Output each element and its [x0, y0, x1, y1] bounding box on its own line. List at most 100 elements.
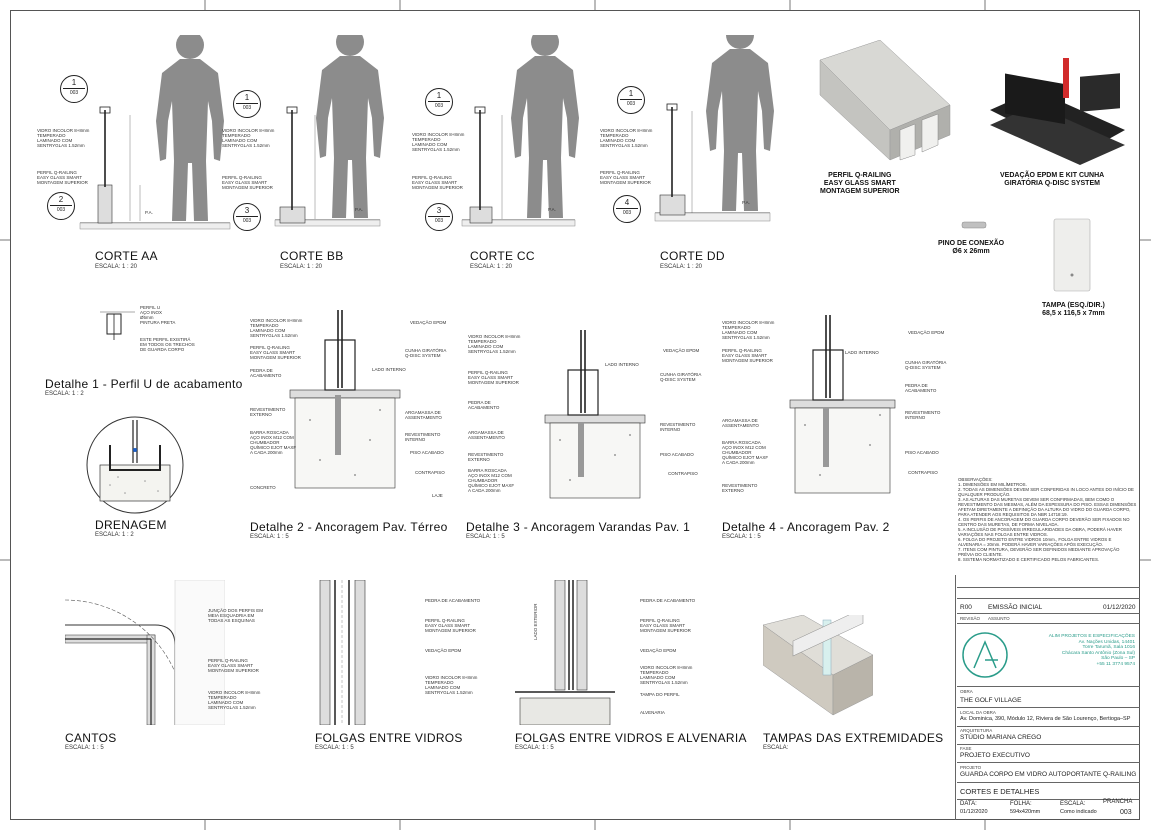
bubble-bb-top: 1 003	[233, 90, 261, 118]
detalhe4-title: Detalhe 4 - Ancoragem Pav. 2	[722, 520, 890, 534]
tb-line-3	[957, 613, 1140, 614]
detalhe2-drawing	[289, 310, 401, 489]
d2-pedra-note: PEDRA DE ACABAMENTO	[250, 368, 282, 378]
folgas-alv-vidro-note: VIDRO INCOLOR 8+8mm TEMPERADO LAMINADO C…	[640, 665, 693, 685]
dd-pa-label: P.A.	[742, 200, 750, 205]
d3-revest-ext-note: REVESTIMENTO EXTERNO	[468, 452, 504, 462]
corte-dd-scale: ESCALA: 1 : 20	[660, 264, 703, 270]
folgas-vidro-note: VIDRO INCOLOR 8+8mm TEMPERADO LAMINADO C…	[425, 675, 478, 695]
bb-perfil-note: PERFIL Q-RAILING EASY GLASS SMART MONTAG…	[222, 175, 273, 190]
d4-vidro-note: VIDRO INCOLOR 8+8mm TEMPERADO LAMINADO C…	[722, 320, 775, 340]
d2-argamassa-note: ARGAMASSA DE ASSENTAMENTO	[405, 410, 442, 420]
drenagem-drawing	[86, 416, 184, 514]
detalhe3-title: Detalhe 3 - Ancoragem Varandas Pav. 1	[466, 520, 691, 534]
d3-perfil-note: PERFIL Q-RAILING EASY GLASS SMART MONTAG…	[468, 370, 519, 385]
corte-cc-drawing	[461, 35, 579, 227]
d2-revest-ext-note: REVESTIMENTO EXTERNO	[250, 407, 286, 417]
corte-bb-scale: ESCALA: 1 : 20	[280, 264, 323, 270]
tampas-scale: ESCALA:	[763, 745, 789, 751]
rev-code: R00	[960, 604, 972, 611]
rev-desc: EMISSÃO INICIAL	[988, 604, 1043, 611]
d3-cunha-note: CUNHA GIRATÓRIA Q-DISC SYSTEM	[660, 372, 702, 382]
tb-line-8	[957, 744, 1140, 745]
cc-perfil-note: PERFIL Q-RAILING EASY GLASS SMART MONTAG…	[412, 175, 463, 190]
tb-line-7	[957, 726, 1140, 727]
d4-vedacao-note: VEDAÇÃO EPDM	[908, 330, 945, 335]
escala-value: Como indicado	[1060, 809, 1097, 815]
d4-revest-ext-note: REVESTIMENTO EXTERNO	[722, 483, 758, 493]
folha-label: FOLHA:	[1010, 801, 1032, 807]
d2-cunha-note: CUNHA GIRATÓRIA Q-DISC SYSTEM	[405, 348, 447, 358]
company-info: ALIM PROJETOS E ESPECIFICAÇÕES Av. Naçõe…	[1048, 634, 1135, 667]
perfil-product-label: PERFIL Q-RAILING EASY GLASS SMART MONTAG…	[820, 172, 900, 195]
cantos-title: CANTOS	[65, 731, 117, 745]
cc-pa-label: P.A.	[548, 207, 556, 212]
d2-laje-note: LAJE	[432, 493, 443, 498]
bubble-aa-bot: 2 003	[47, 192, 75, 220]
tb-line-5	[957, 686, 1140, 687]
company-logo	[962, 632, 1008, 678]
cantos-drawing	[65, 580, 225, 725]
detalhe2-scale: ESCALA: 1 : 5	[250, 534, 289, 540]
aa-perfil-note: PERFIL Q-RAILING EASY GLASS SMART MONTAG…	[37, 170, 88, 185]
corte-aa-title: CORTE AA	[95, 249, 158, 263]
tampas-drawing	[763, 615, 873, 716]
prancha-label: PRANCHA	[1103, 799, 1133, 805]
d3-barra-note: BARRA ROSCADA AÇO INOX M12 COM CHUMBADOR…	[468, 468, 515, 493]
d2-perfil-note: PERFIL Q-RAILING EASY GLASS SMART MONTAG…	[250, 345, 301, 360]
corte-bb-title: CORTE BB	[280, 249, 344, 263]
d4-cunha-note: CUNHA GIRATÓRIA Q-DISC SYSTEM	[905, 360, 947, 370]
aa-pa-label: P.A.	[145, 210, 153, 215]
d3-argamassa-note: ARGAMASSA DE ASSENTAMENTO	[468, 430, 505, 440]
folgas-drawing	[319, 580, 366, 725]
d4-piso-note: PISO ACABADO	[905, 450, 939, 455]
folgas-alv-scale: ESCALA: 1 : 5	[515, 745, 554, 751]
folgas-alv-tampa-note: TAMPA DO PERFIL	[640, 692, 680, 697]
cantos-juncao-note: JUNÇÃO DOS PERFIS EM MEIA ESQUADRIA EM T…	[208, 608, 264, 623]
d1-perfil-note: PERFIL U AÇO INOX Ø5mm PINTURA PRETA	[140, 305, 176, 325]
detalhe1-drawing	[100, 311, 135, 340]
corte-bb-drawing	[274, 35, 384, 227]
arq-value: STÚDIO MARIANA CREGO	[960, 734, 1042, 741]
corte-cc-title: CORTE CC	[470, 249, 535, 263]
pino-product-image	[961, 221, 987, 229]
d3-revest-int-note: REVESTIMENTO INTERNO	[660, 422, 696, 432]
d2-piso-note: PISO ACABADO	[410, 450, 444, 455]
detalhe1-scale: ESCALA: 1 : 2	[45, 391, 84, 397]
tampa-product-label: TAMPA (ESQ./DIR.) 68,5 x 116,5 x 7mm	[1042, 302, 1105, 317]
d4-argamassa-note: ARGAMASSA DE ASSENTAMENTO	[722, 418, 759, 428]
obra-value: THE GOLF VILLAGE	[960, 697, 1022, 704]
obra-label: OBRA	[960, 689, 973, 694]
d4-pedra-note: PEDRA DE ACABAMENTO	[905, 383, 937, 393]
tampa-product-image	[1053, 218, 1091, 292]
bubble-aa-top: 1 003	[60, 75, 88, 103]
d4-lado-interno: LADO INTERNO	[845, 350, 879, 355]
pino-product-label: PINO DE CONEXÃO Ø6 x 26mm	[938, 240, 1005, 255]
cantos-perfil-note: PERFIL Q-RAILING EASY GLASS SMART MONTAG…	[208, 658, 259, 673]
bubble-cc-top: 1 003	[425, 88, 453, 116]
prancha-value: 003	[1120, 809, 1132, 816]
local-value: Av. Dominica, 390, Módulo 12, Riviera de…	[960, 716, 1131, 722]
folgas-vedacao-note: VEDAÇÃO EPDM	[425, 648, 462, 653]
detalhe4-drawing	[789, 315, 896, 494]
dd-vidro-note: VIDRO INCOLOR 8+8mm TEMPERADO LAMINADO C…	[600, 128, 653, 148]
d1-note: ESTE PERFIL EXISTIRÁ EM TODOS OS TRECHOS…	[140, 337, 195, 352]
d3-piso-note: PISO ACABADO	[660, 452, 694, 457]
cantos-scale: ESCALA: 1 : 5	[65, 745, 104, 751]
detalhe3-scale: ESCALA: 1 : 5	[466, 534, 505, 540]
escala-label: ESCALA:	[1060, 801, 1086, 807]
tampas-title: TAMPAS DAS EXTREMIDADES	[763, 731, 944, 745]
data-value: 01/12/2020	[960, 809, 988, 815]
cortes-drawings	[79, 35, 774, 230]
folgas-alvenaria-drawing	[515, 580, 615, 725]
observacoes-notes: OBSERVAÇÕES: 1. DIMENSÕES EM MILÍMETROS.…	[958, 477, 1137, 562]
fase-label: FASE	[960, 746, 972, 751]
detalhe4-scale: ESCALA: 1 : 5	[722, 534, 761, 540]
drenagem-scale: ESCALA: 1 : 2	[95, 532, 134, 538]
tb-line-2	[957, 598, 1140, 599]
tb-line-4	[957, 623, 1140, 624]
tb-line-9	[957, 762, 1140, 763]
bubble-dd-bot: 4 003	[613, 195, 641, 223]
folgas-alv-title: FOLGAS ENTRE VIDROS E ALVENARIA	[515, 731, 747, 745]
corte-dd-drawing	[654, 35, 774, 222]
